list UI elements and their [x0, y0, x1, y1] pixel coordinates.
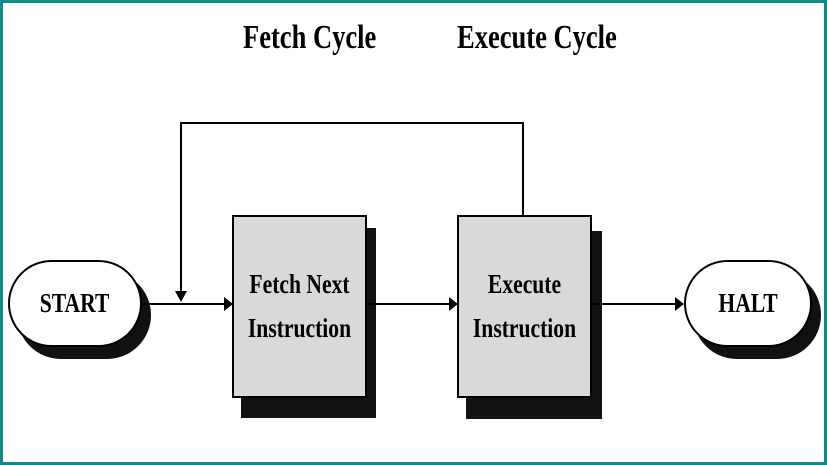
start-node: START — [8, 260, 142, 347]
loop-back-arrowhead — [175, 291, 187, 302]
halt-label: HALT — [718, 287, 778, 318]
fetch-next-instruction-box: Fetch Next Instruction — [232, 215, 367, 398]
start-to-fetch-arrowhead — [224, 297, 233, 311]
fetch-cycle-heading: Fetch Cycle — [243, 19, 377, 56]
fetch-to-execute-arrowhead — [449, 297, 458, 311]
loop-back-arrow — [180, 122, 524, 293]
execute-to-halt-arrowhead — [675, 297, 684, 311]
execute-cycle-heading: Execute Cycle — [457, 19, 617, 56]
execute-instruction-box: Execute Instruction — [457, 215, 592, 398]
halt-node: HALT — [684, 260, 812, 347]
execute-box-label: Execute Instruction — [472, 269, 577, 343]
fetch-box-label: Fetch Next Instruction — [247, 269, 352, 343]
flow-connectors — [141, 122, 684, 311]
start-label: START — [40, 287, 110, 318]
